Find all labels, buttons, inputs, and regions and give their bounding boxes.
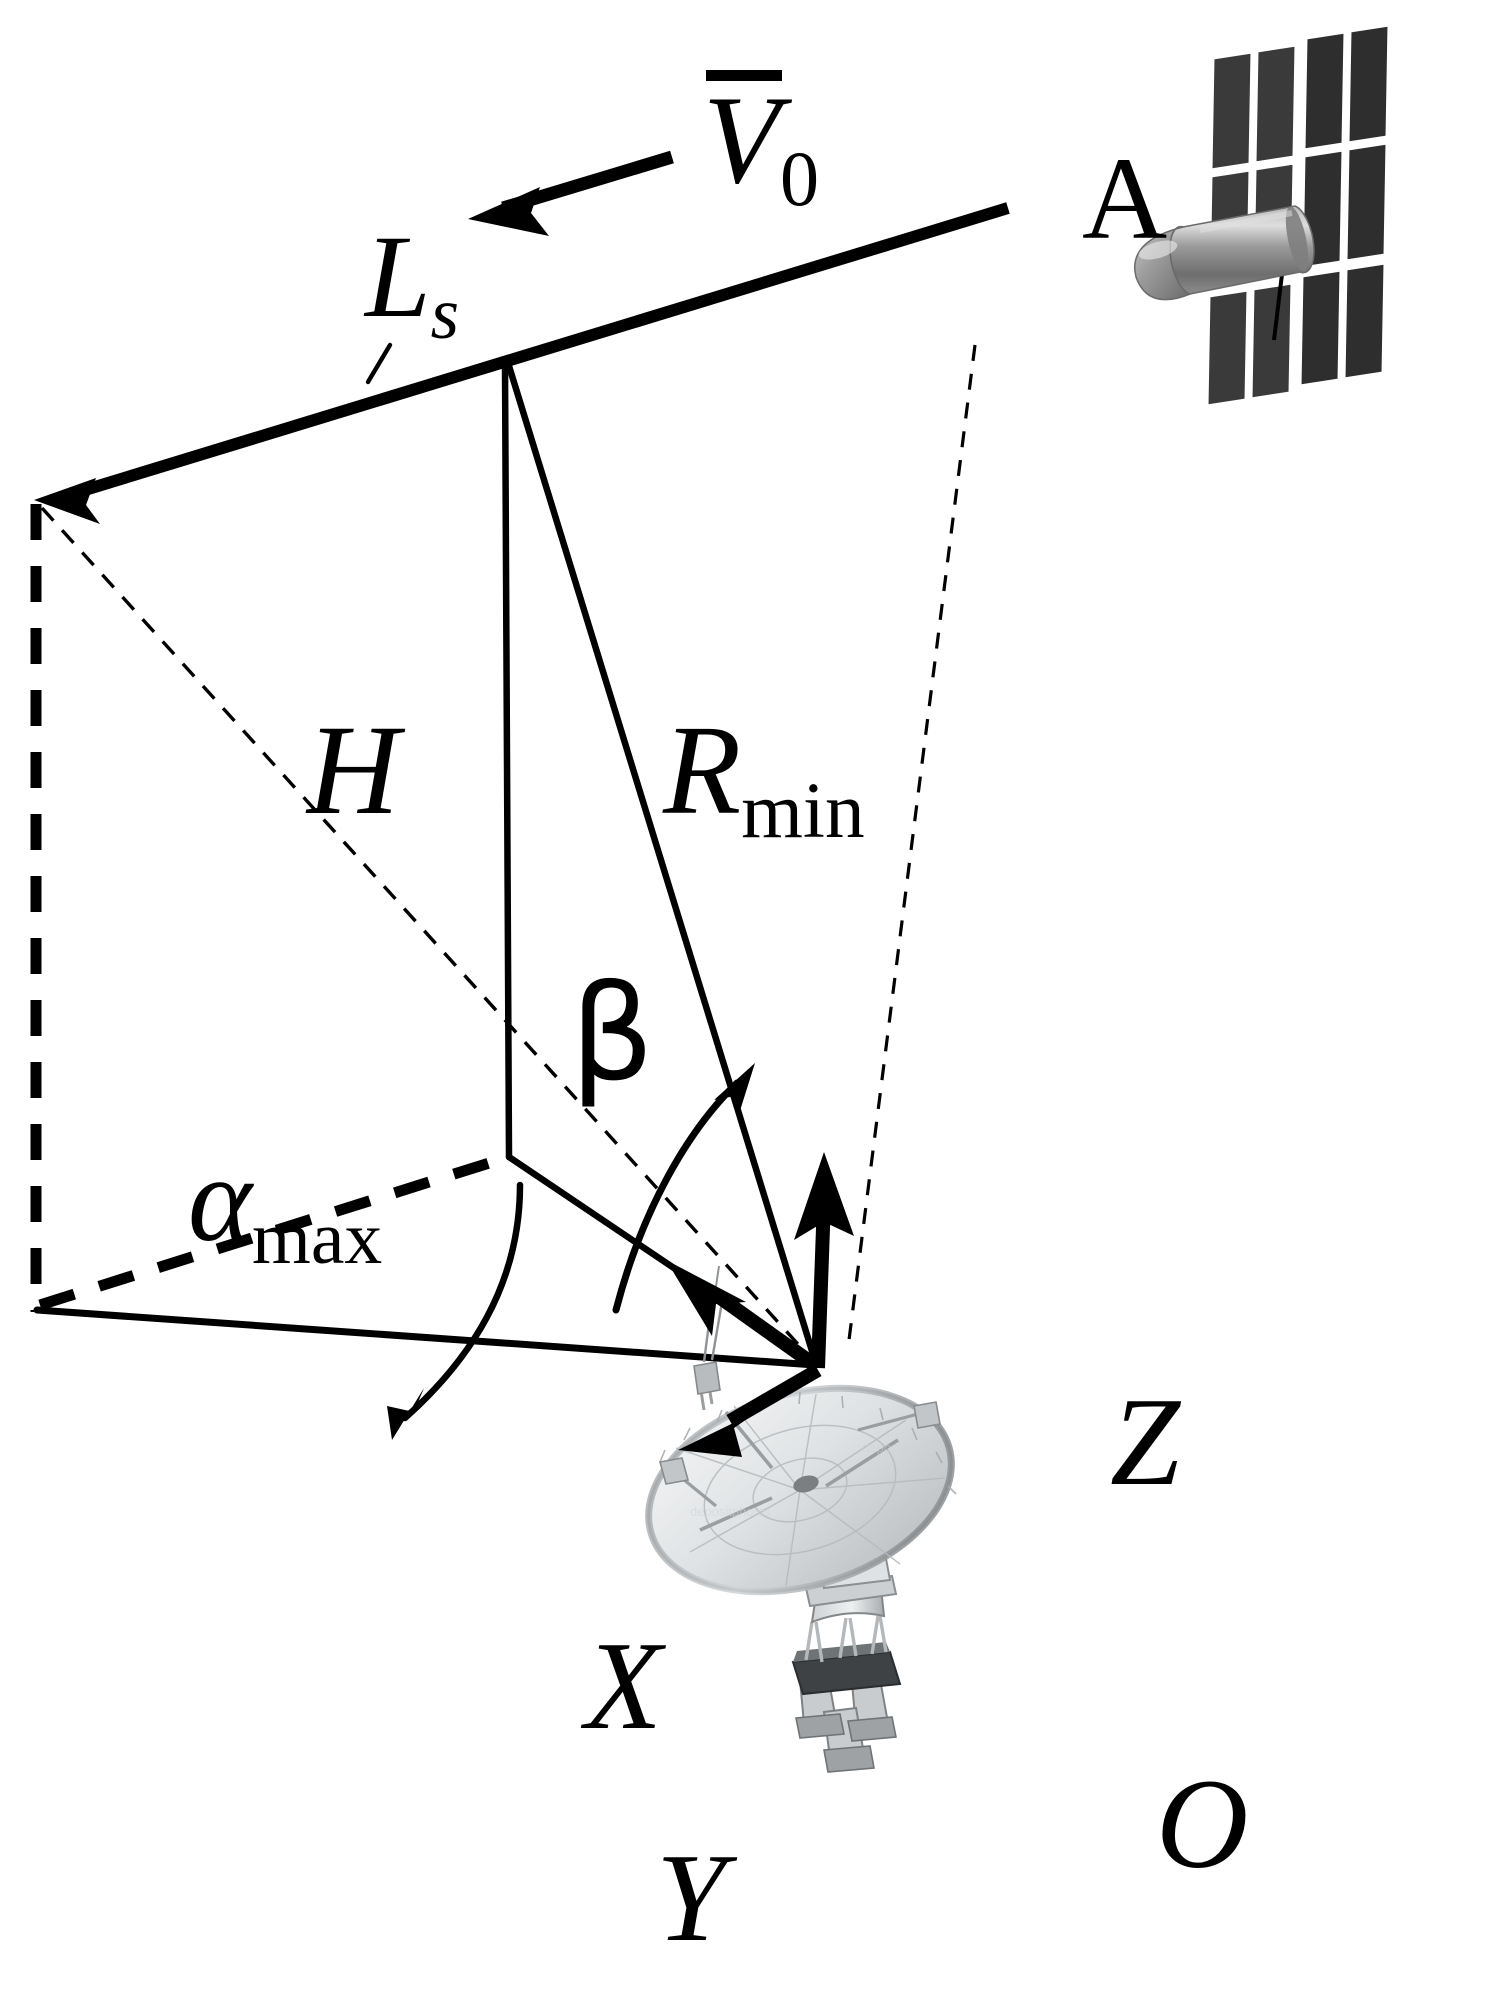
slant-range-line: [505, 362, 820, 1368]
velocity-vector-arrow: [468, 150, 674, 236]
satellite-body: [1134, 205, 1315, 301]
solar-panel-lower-right: [1298, 261, 1387, 388]
velocity-label: V0: [703, 70, 820, 223]
swath-label: Ls: [365, 211, 460, 354]
far-plane-bottom-edge: [38, 1152, 507, 1311]
azimuth-angle-label: αmax: [188, 1132, 383, 1280]
svg-text:depositphotos: depositphotos: [690, 1504, 771, 1519]
axis-y-arrow: [678, 1363, 822, 1457]
satellite-label: A: [1082, 133, 1168, 264]
ground-station-dish: depositphotos depositphotos: [645, 1265, 957, 1773]
satellite-spacecraft: [1134, 23, 1391, 408]
elevation-angle-arc: [612, 1063, 755, 1314]
swath-label-leader: [365, 342, 393, 385]
svg-text:depositphotos: depositphotos: [862, 1440, 943, 1455]
coordinate-axes: [666, 1152, 854, 1457]
elevation-angle-label: β: [570, 957, 655, 1111]
origin-label: O: [1156, 1753, 1249, 1895]
ground-plane-outline: [33, 1306, 819, 1369]
axis-y-label: Y: [656, 1829, 727, 1968]
solar-panel-upper-right: [1300, 23, 1391, 270]
trajectory-line: [34, 202, 1010, 524]
axis-z-arrow: [794, 1152, 854, 1369]
line-of-sight-dashed: [846, 344, 977, 1349]
altitude-label: H: [307, 699, 400, 841]
slant-range-label: Rmin: [663, 699, 865, 855]
axis-x-label: X: [585, 1617, 662, 1756]
axis-x-arrow: [666, 1260, 821, 1372]
axis-z-label: Z: [1110, 1373, 1181, 1512]
far-plane-diagonal: [40, 506, 817, 1365]
azimuth-angle-arc: [387, 1181, 524, 1440]
